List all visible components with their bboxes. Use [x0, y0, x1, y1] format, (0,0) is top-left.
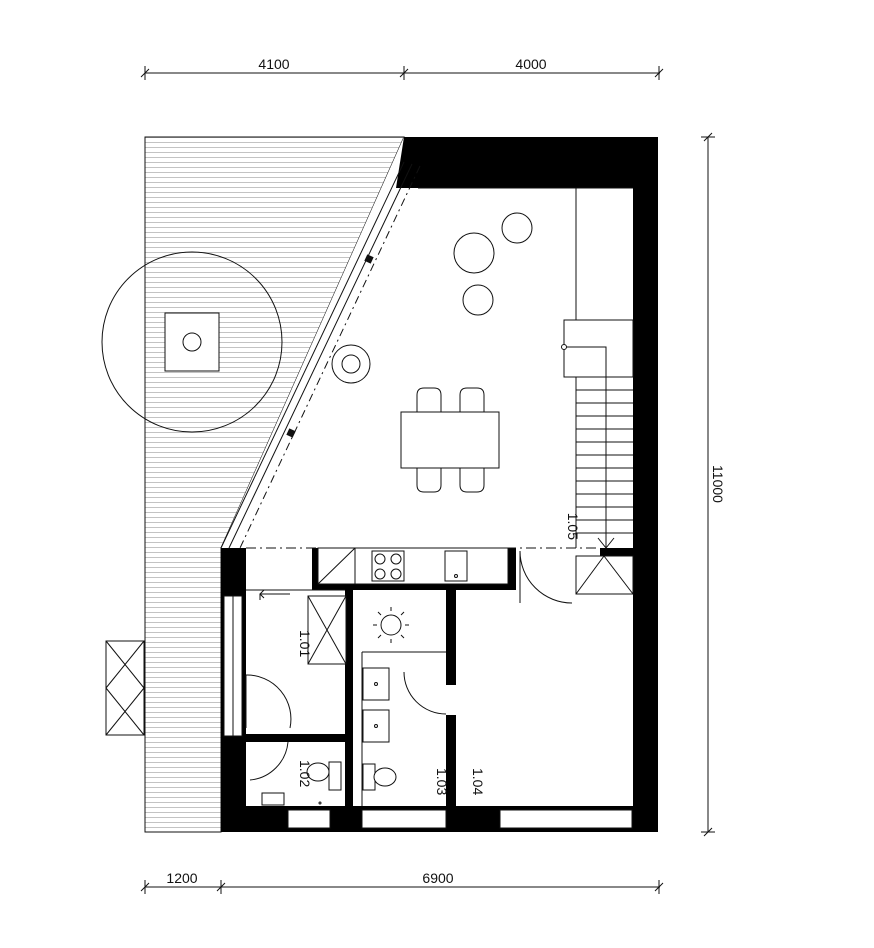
room-label-1-04: 1.04	[470, 768, 486, 795]
bathroom-fixtures	[261, 607, 409, 806]
dining-table	[400, 387, 500, 493]
dimension-bottom	[140, 880, 664, 894]
dimension-top-right-label: 4000	[515, 56, 546, 72]
room-label-1-01: 1.01	[297, 630, 313, 657]
bottom-windows	[287, 809, 633, 829]
stove	[331, 344, 371, 384]
terrace-firepit	[101, 251, 283, 433]
dimension-bottom-right-label: 6900	[422, 870, 453, 886]
staircase	[561, 319, 634, 549]
room-label-1-05: 1.05	[565, 513, 581, 540]
dimension-bottom-left-label: 1200	[166, 870, 197, 886]
dimension-top	[140, 66, 664, 80]
room-label-1-03: 1.03	[434, 768, 450, 795]
glass-facade	[220, 161, 421, 549]
lounge-seats	[453, 212, 533, 316]
dimension-right	[701, 132, 715, 837]
kitchen-counter	[317, 547, 509, 585]
storage-units	[307, 555, 634, 665]
left-windows	[223, 595, 243, 737]
dimension-right-label: 11000	[710, 465, 726, 503]
doors	[245, 550, 573, 781]
dimension-top-left-label: 4100	[258, 56, 289, 72]
outdoor-step	[105, 640, 145, 736]
room-label-1-02: 1.02	[297, 760, 313, 787]
